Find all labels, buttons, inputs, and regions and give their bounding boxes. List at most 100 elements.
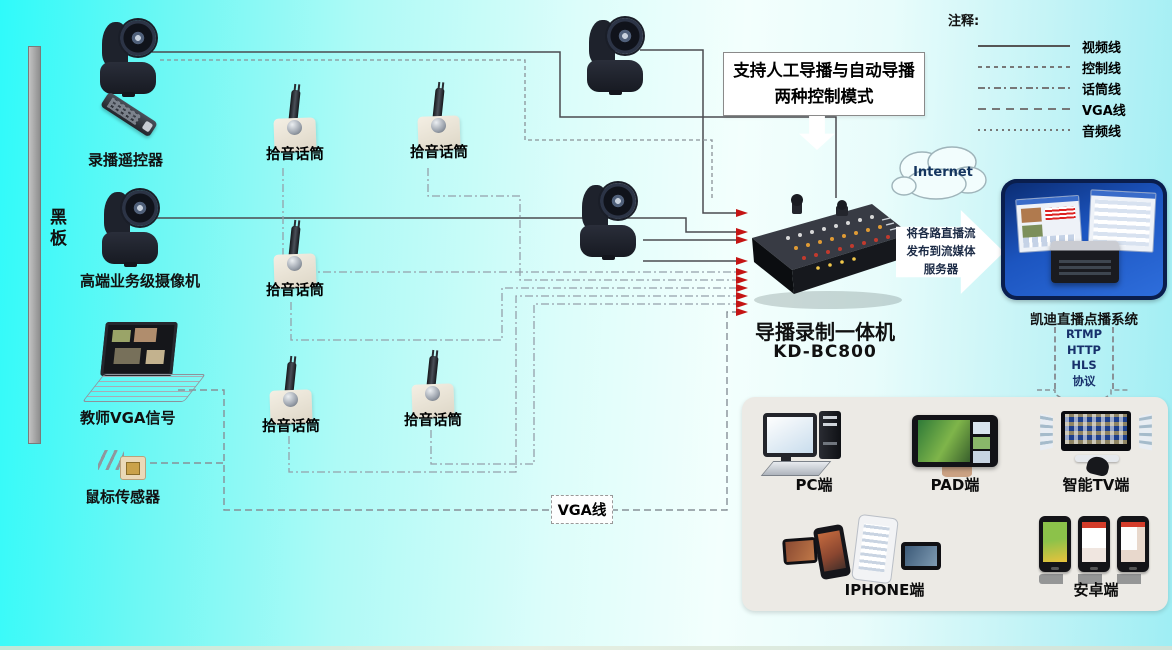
terminal-android: 安卓端	[1031, 508, 1161, 603]
mic-label: 拾音话筒	[404, 413, 462, 429]
ptz-camera-2	[100, 190, 160, 267]
terminal-label: 安卓端	[1073, 581, 1119, 599]
camera-lens	[122, 190, 158, 226]
control-mode-box: 支持人工导播与自动导播 两种控制模式	[723, 52, 925, 116]
publish-line-3: 服务器	[923, 262, 959, 276]
camera-lens	[607, 18, 643, 54]
tv-screen	[1061, 411, 1131, 451]
protocol-xieyi: 协议	[1072, 373, 1096, 388]
control-lines	[160, 59, 713, 198]
mic-capsule	[287, 120, 302, 135]
android-phone	[1039, 516, 1071, 572]
tv-side-panels	[1040, 413, 1053, 451]
legend-row-control: 控制线	[978, 59, 1168, 77]
camera-lens	[120, 20, 156, 56]
teacher-laptop	[75, 322, 206, 404]
system-server	[1051, 241, 1119, 283]
camera-body	[587, 60, 643, 95]
terminal-label: 智能TV端	[1062, 476, 1130, 494]
terminal-pc: PC端	[749, 405, 879, 498]
console-model: KD-BC800	[773, 342, 877, 362]
ptz-camera-1	[98, 20, 158, 97]
android-phone	[1078, 516, 1110, 572]
pad-tablet	[912, 415, 998, 467]
camera-body	[102, 232, 158, 267]
internet-cloud	[891, 146, 987, 200]
red-arrowheads	[736, 209, 748, 316]
legend-label: 音频线	[1082, 125, 1122, 140]
iphone-device	[901, 542, 941, 570]
mic-capsule	[287, 256, 302, 271]
pickup-mic-4: 拾音话筒	[246, 361, 336, 436]
protocol-rtmp: RTMP	[1065, 327, 1103, 341]
protocol-arrow-shaft: RTMP HTTP HLS 协议	[1054, 327, 1114, 389]
terminal-label: PAD端	[930, 476, 980, 494]
camera2-label: 高端业务级摄像机	[80, 272, 201, 290]
mic-line-sample	[978, 87, 1070, 89]
terminal-label: IPHONE端	[844, 581, 925, 599]
microphone-lines	[282, 168, 736, 473]
mic-label: 拾音话筒	[266, 283, 324, 299]
ptz-camera-3	[585, 18, 645, 95]
legend-label: VGA线	[1082, 104, 1126, 119]
legend-label: 控制线	[1082, 62, 1122, 77]
publish-arrow-text: 将各路直播流 发布到流媒体 服务器	[900, 224, 982, 278]
mic-label: 拾音话筒	[266, 147, 324, 163]
laptop-keyboard	[82, 374, 206, 402]
terminal-iphone: IPHONE端	[749, 508, 1020, 603]
android-phone	[1117, 516, 1149, 572]
pc-monitor	[763, 413, 817, 465]
pickup-mic-2: 拾音话筒	[394, 87, 484, 162]
android-reflection	[1039, 574, 1149, 584]
publish-line-1: 将各路直播流	[906, 226, 976, 240]
legend-row-mic: 话筒线	[978, 80, 1168, 98]
protocol-http: HTTP	[1066, 342, 1101, 357]
protocol-hls: HLS	[1071, 358, 1097, 372]
legend-label: 话筒线	[1082, 83, 1122, 98]
protocol-arrow-head	[1037, 389, 1129, 413]
legend-row-audio: 音频线	[978, 122, 1168, 140]
tv-side-panels	[1139, 413, 1152, 451]
blackboard-bar	[28, 46, 41, 444]
director-console	[752, 194, 910, 309]
internet-label: Internet	[913, 165, 973, 180]
laptop-screen	[100, 322, 178, 376]
vga-line-sample	[978, 108, 1070, 110]
sensor-body	[120, 456, 146, 480]
mic-label: 拾音话筒	[262, 419, 320, 435]
pc-tower	[819, 411, 841, 459]
system-label: 凯迪直播点播系统	[1030, 312, 1138, 328]
vga-line-tag: VGA线	[551, 495, 613, 524]
legend-row-vga: VGA线	[978, 101, 1168, 119]
mic-capsule	[425, 386, 440, 401]
mouse-sensor	[96, 448, 152, 484]
console-label: 导播录制一体机	[755, 320, 895, 344]
camera-body	[100, 62, 156, 97]
legend-row-video: 视频线	[978, 38, 1168, 56]
ptz-camera-4	[578, 183, 638, 260]
sensor-label: 鼠标传感器	[85, 488, 161, 506]
mic-label: 拾音话筒	[410, 145, 468, 161]
remote-label: 录播遥控器	[88, 151, 164, 169]
iphone-device	[812, 523, 852, 581]
legend-title: 注释:	[948, 14, 980, 29]
laptop-label: 教师VGA信号	[80, 409, 176, 427]
audio-line-sample	[978, 129, 1070, 131]
terminals-panel: PC端 PAD端 智能TV端 IPHONE端 安卓端	[742, 397, 1168, 611]
vga-lines	[150, 311, 736, 511]
terminal-label: PC端	[795, 476, 833, 494]
pickup-mic-1: 拾音话筒	[250, 89, 340, 164]
mode-line-2: 两种控制模式	[774, 87, 874, 106]
blackboard-label: 黑板	[46, 208, 66, 250]
terminal-smart-tv: 智能TV端	[1031, 405, 1161, 498]
pickup-mic-5: 拾音话筒	[388, 355, 478, 430]
sensor-pins	[98, 450, 124, 470]
mic-capsule	[283, 392, 298, 407]
video-lines	[152, 49, 837, 262]
iphone-device	[782, 536, 818, 566]
streaming-system-box	[1001, 179, 1167, 300]
camera-body	[580, 225, 636, 260]
video-line-sample	[978, 45, 1070, 47]
iphone-device	[851, 513, 899, 585]
